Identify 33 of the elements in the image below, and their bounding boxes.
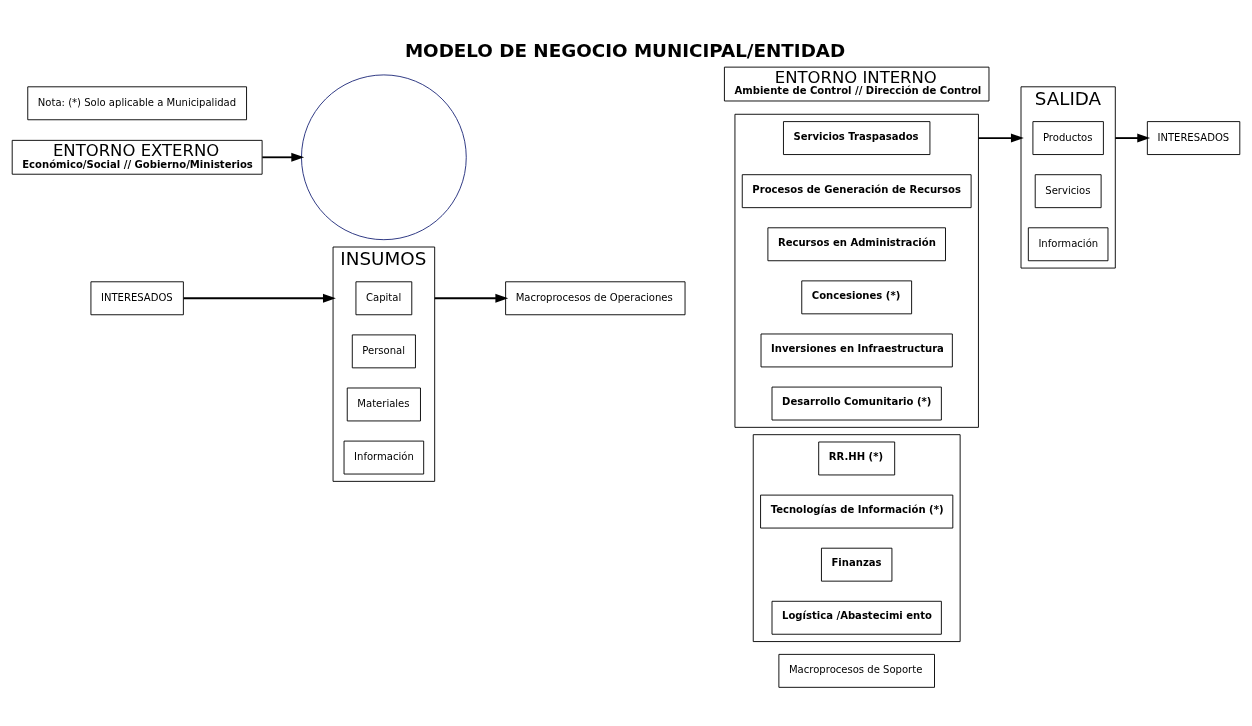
arrow [977,133,1024,143]
node-box: ENTORNO INTERNO Ambiente de Control // Dirección de Control [723,66,990,101]
node-box: Recursos en Administración [767,226,946,261]
arrow [182,293,336,303]
node-box: Inversiones en Infraestructura [760,333,953,367]
node-box: Servicios [1034,173,1102,208]
node-box: Capital [355,280,413,315]
node-box: Tecnologías de Información (*) [760,494,954,528]
node-circle [301,73,467,240]
cluster [734,113,979,428]
node-box: INTERESADOS [1146,120,1241,155]
cluster [752,433,961,642]
diagram-title: MODELO DE NEGOCIO MUNICIPAL/ENTIDAD [404,39,846,61]
node-box: ENTORNO EXTERNO Económico/Social // Gobierno/Ministerios [11,139,263,175]
arrow [433,293,509,303]
node-box: Información [343,440,425,474]
node-box: INTERESADOS [90,280,184,315]
node-box: Servicios Traspasados [783,120,931,155]
arrow [1114,133,1151,143]
node-box: Materiales [346,387,421,421]
node-box: Macroprocesos de Operaciones [505,280,686,315]
node-box: Productos [1032,120,1104,155]
node-box: Información [1027,226,1109,261]
node-box: Nota: (*) Solo aplicable a Municipalidad [27,85,247,120]
node-box: RR.HH (*) [818,441,896,475]
node-box: Logística /Abastecimi ento [771,600,942,635]
node-box: Procesos de Generación de Recursos [741,173,972,208]
node-box: Concesiones (*) [801,279,913,314]
node-box: Personal [351,333,416,368]
node-box: Macroprocesos de Soporte [778,653,935,688]
node-box: Finanzas [821,547,893,582]
arrow [261,152,305,162]
node-box: Desarrollo Comunitario (*) [771,386,942,420]
